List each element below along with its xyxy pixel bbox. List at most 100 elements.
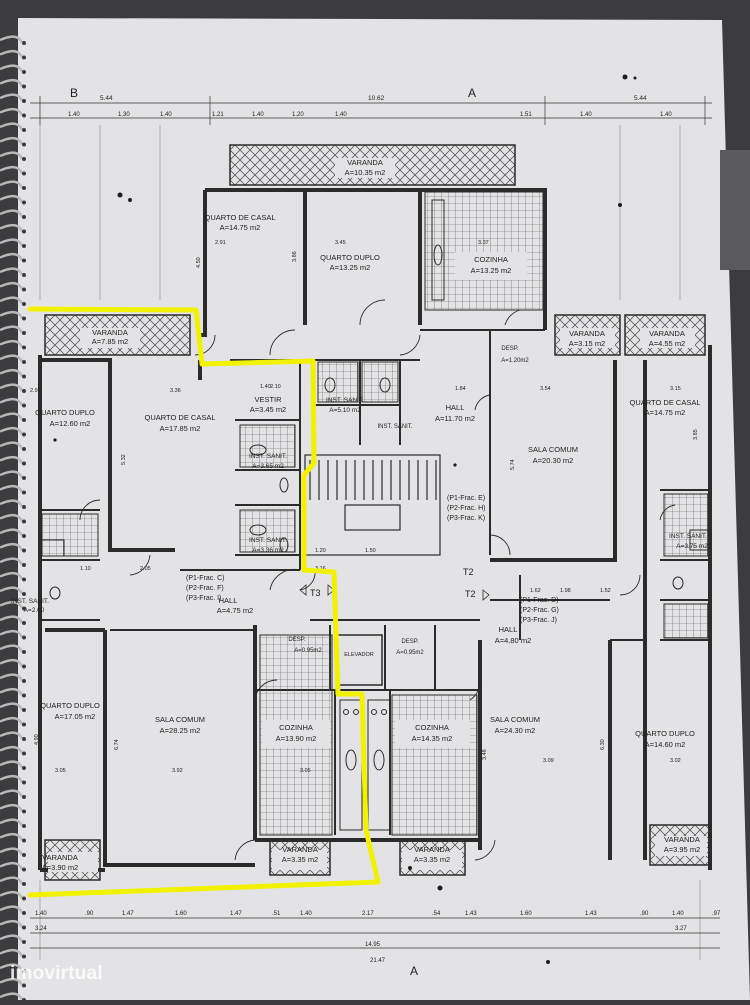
spiral-ring: [0, 905, 24, 914]
spiral-ring: [0, 948, 24, 958]
inner-dim: 5.74: [510, 459, 516, 470]
room-label: DESP.: [501, 346, 519, 352]
fraction-label: (P3-Frac. I): [186, 595, 221, 602]
spiral-ring: [0, 963, 24, 972]
room-area: A=3.36 m2: [252, 547, 284, 554]
top-dim-seg: 1.51: [520, 112, 532, 118]
binding-hole: [22, 751, 26, 756]
room-area: A=4.80 m2: [495, 636, 531, 645]
binding-hole: [22, 722, 26, 727]
spiral-ring: [0, 789, 24, 798]
spiral-ring: [0, 296, 24, 305]
top-dim-seg: 1.40: [660, 112, 672, 118]
spiral-ring: [0, 35, 24, 44]
spiral-ring: [0, 368, 24, 378]
fraction-label: (P1-Frac. E): [447, 495, 485, 502]
room-label: DESP.: [288, 637, 306, 643]
room-label: QUARTO DUPLO: [635, 729, 695, 738]
typology-t2: T2: [463, 567, 474, 577]
spiral-ring: [0, 919, 24, 929]
inner-dim: 5.32: [121, 454, 127, 465]
binding-hole: [22, 577, 26, 582]
binding-hole: [22, 41, 26, 45]
room-area: A=3.95 m2: [664, 845, 700, 854]
binding-hole: [22, 99, 26, 103]
binding-hole: [22, 606, 26, 611]
inner-dim: 1.20: [315, 548, 326, 554]
bottom-dim-seg: .51: [272, 911, 281, 917]
spiral-ring: [0, 818, 24, 827]
spiral-ring: [0, 281, 24, 291]
spiral-ring: [0, 412, 24, 421]
spiral-ring: [0, 455, 24, 465]
binding-hole: [22, 911, 26, 915]
room-area: A=3.45 m2: [250, 405, 286, 414]
binding-hole: [22, 940, 26, 944]
binding-hole: [22, 925, 26, 930]
typology-t2: T2: [465, 589, 476, 599]
room-area: A=14.75 m2: [645, 408, 686, 417]
binding-hole: [22, 200, 26, 205]
bottom-dim-seg: .97: [712, 911, 721, 917]
bottom-dim-subtotal: 14.95: [365, 942, 381, 948]
room-area: A=4.75 m2: [217, 606, 253, 615]
room-area: A=3.15 m2: [569, 339, 605, 348]
room-label: DESP.: [401, 639, 419, 645]
top-dim-overall-1: 5.44: [100, 95, 113, 102]
room-label: COZINHA: [415, 723, 449, 732]
bottom-dim-seg: 1.40: [672, 911, 684, 917]
spiral-ring: [0, 615, 24, 624]
spiral-ring: [0, 629, 24, 639]
cozinha-top-tiles: [424, 191, 544, 311]
binding-hole: [22, 563, 26, 567]
bottom-dim-subtotal: 3.24: [35, 926, 47, 932]
spiral-ring: [0, 209, 24, 218]
room-label: HALL: [446, 403, 465, 412]
spiral-ring: [0, 180, 24, 189]
binding-hole: [22, 171, 26, 176]
spiral-ring: [0, 165, 24, 175]
spiral-ring: [0, 354, 24, 363]
fraction-label: (P3-Frac. K): [447, 515, 485, 522]
room-label: HALL: [499, 625, 518, 634]
binding-hole: [22, 84, 26, 89]
binding-hole: [22, 853, 26, 857]
inner-dim: 3.86: [292, 251, 298, 262]
room-label: QUARTO DUPLO: [40, 701, 100, 710]
room-area: A=7.85 m2: [92, 337, 128, 346]
typology-t3: T3: [310, 588, 321, 598]
binding-hole: [22, 809, 26, 814]
spiral-ring: [0, 716, 24, 726]
bottom-dim-overall: 21.47: [370, 958, 386, 964]
room-area: A=5.10 m2: [329, 407, 361, 414]
room-label: VESTIR: [254, 395, 282, 404]
room-area: A=0.95m2: [396, 650, 424, 656]
top-dim-overall-3: 5.44: [634, 95, 647, 102]
binding-hole: [22, 505, 26, 509]
room-label: QUARTO DE CASAL: [630, 398, 701, 407]
inner-dim: 3.02: [670, 758, 681, 764]
binding-hole: [22, 345, 26, 350]
inner-dim: 1.10: [80, 566, 91, 572]
room-area: A=20.30 m2: [533, 456, 574, 465]
bottom-dim-seg: 1.40: [35, 911, 47, 917]
spiral-ring: [0, 194, 24, 204]
spiral-ring: [0, 600, 24, 610]
spiral-ring: [0, 687, 24, 697]
top-dim-seg: 1.40: [252, 112, 264, 118]
spiral-ring: [0, 107, 24, 117]
room-label: QUARTO DE CASAL: [145, 413, 216, 422]
room-label: INST. SANIT.: [249, 537, 287, 544]
binding-hole: [22, 882, 26, 886]
room-area: A=10.35 m2: [345, 168, 386, 177]
top-dim-seg: 1.40: [68, 112, 80, 118]
room-area: A=17.05 m2: [55, 712, 96, 721]
spiral-ring: [0, 223, 24, 233]
room-area: A=14.60 m2: [645, 740, 686, 749]
inner-dim: 2.10: [270, 384, 281, 390]
binding-hole: [22, 70, 26, 74]
fraction-label: (P2-Frac. H): [447, 505, 486, 512]
binding-hole: [22, 389, 26, 393]
spiral-ring: [0, 876, 24, 885]
